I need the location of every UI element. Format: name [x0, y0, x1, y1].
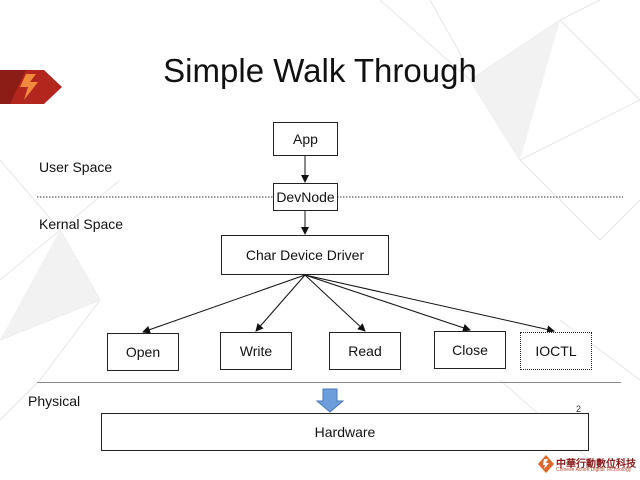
node-open: Open	[107, 333, 179, 371]
node-char-device-driver: Char Device Driver	[221, 235, 389, 275]
edge-driver-close	[304, 274, 471, 332]
kernel-physical-separator	[37, 382, 621, 383]
logo-icon	[0, 70, 62, 104]
slide-title: Simple Walk Through	[163, 52, 477, 89]
brand-name: 中華行動數位科技	[556, 459, 636, 470]
node-hardware: Hardware	[101, 413, 589, 451]
brand-subtitle: Chinese Action Digital Technology	[556, 467, 632, 473]
physical-label: Physical	[28, 393, 81, 409]
edge-driver-open	[142, 274, 306, 334]
node-write: Write	[220, 332, 292, 370]
node-read: Read	[329, 332, 401, 370]
edge-driver-write	[255, 274, 306, 332]
hardware-block-arrow	[315, 388, 345, 413]
node-ioctl: IOCTL	[520, 332, 592, 370]
node-devnode: DevNode	[273, 183, 338, 211]
page-number: 2	[576, 404, 582, 414]
kernel-space-label: Kernal Space	[39, 216, 124, 232]
node-app: App	[273, 122, 338, 156]
brand-logo-icon	[538, 455, 554, 473]
node-close: Close	[434, 331, 506, 369]
user-space-label: User Space	[39, 159, 113, 175]
edge-driver-ioctl	[304, 274, 555, 334]
edge-driver-read	[304, 274, 366, 332]
